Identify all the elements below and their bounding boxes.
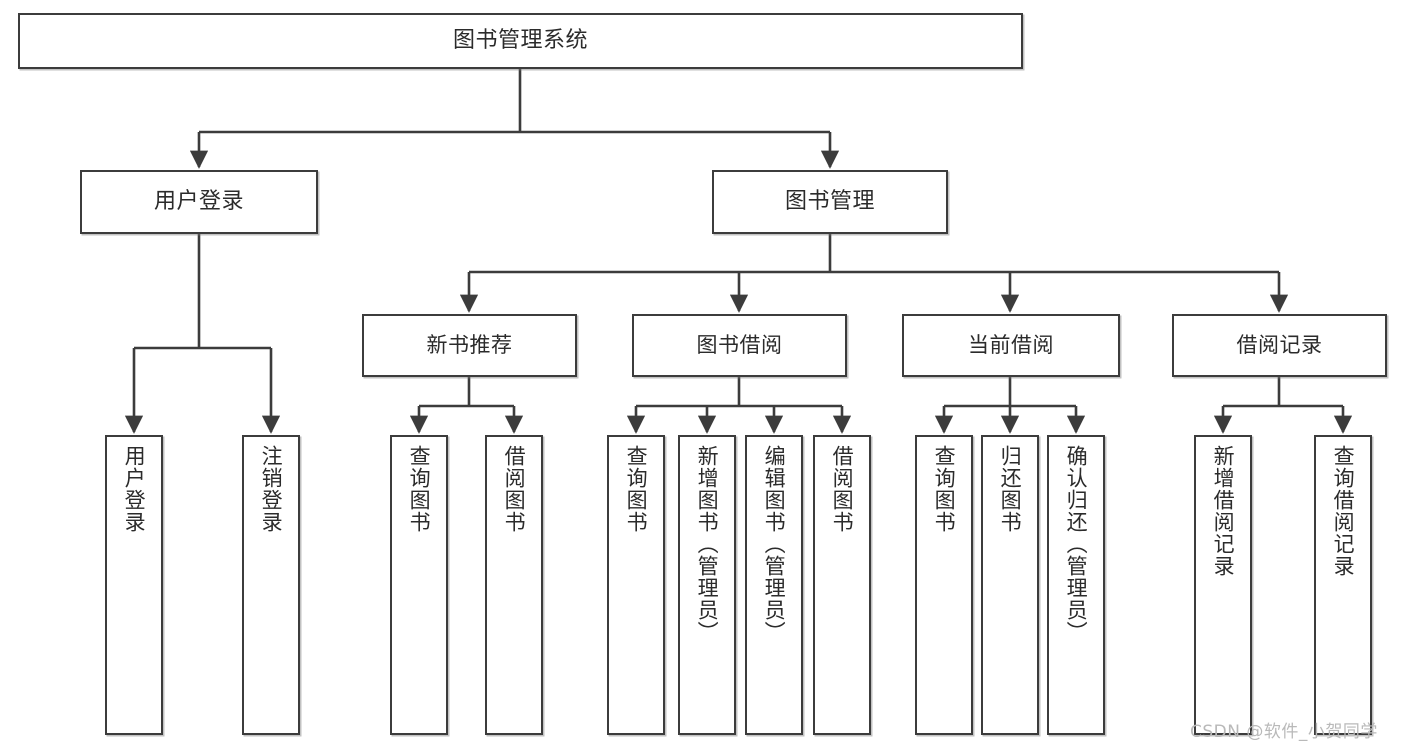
node-leaf-borrow-book-1-label: 借阅图书 — [502, 445, 527, 533]
node-new-book-recommend-label: 新书推荐 — [426, 332, 513, 357]
node-current-borrow[interactable]: 当前借阅 — [902, 314, 1120, 377]
node-leaf-query-book-2-label: 查询图书 — [624, 445, 649, 533]
node-book-borrow-label: 图书借阅 — [696, 332, 783, 357]
node-book-borrow[interactable]: 图书借阅 — [632, 314, 847, 377]
node-leaf-add-record[interactable]: 新增借阅记录 — [1194, 435, 1252, 735]
node-leaf-return-book[interactable]: 归还图书 — [981, 435, 1039, 735]
node-current-borrow-label: 当前借阅 — [968, 332, 1054, 357]
node-leaf-borrow-book-1[interactable]: 借阅图书 — [485, 435, 543, 735]
node-leaf-query-book-2[interactable]: 查询图书 — [607, 435, 665, 735]
node-leaf-add-record-label: 新增借阅记录 — [1211, 445, 1236, 577]
node-leaf-user-login[interactable]: 用户登录 — [105, 435, 163, 735]
node-new-book-recommend[interactable]: 新书推荐 — [362, 314, 577, 377]
csdn-watermark: CSDN @软件_小贺同学 — [1190, 722, 1378, 742]
node-leaf-query-record[interactable]: 查询借阅记录 — [1314, 435, 1372, 735]
node-leaf-return-book-label: 归还图书 — [998, 445, 1023, 533]
node-leaf-user-login-label: 用户登录 — [122, 445, 147, 533]
node-leaf-confirm-return[interactable]: 确认归还（管理员） — [1047, 435, 1105, 735]
node-user-login[interactable]: 用户登录 — [80, 170, 318, 234]
node-leaf-add-book-label: 新增图书（管理员） — [695, 445, 720, 643]
node-root[interactable]: 图书管理系统 — [18, 13, 1023, 69]
node-leaf-query-book-3-label: 查询图书 — [932, 445, 957, 533]
node-leaf-edit-book-label: 编辑图书（管理员） — [762, 445, 787, 643]
node-leaf-query-book-3[interactable]: 查询图书 — [915, 435, 973, 735]
node-leaf-logout-login[interactable]: 注销登录 — [242, 435, 300, 735]
node-leaf-confirm-return-label: 确认归还（管理员） — [1064, 445, 1089, 643]
node-leaf-borrow-book-2[interactable]: 借阅图书 — [813, 435, 871, 735]
node-leaf-query-book-1-label: 查询图书 — [407, 445, 432, 533]
node-leaf-add-book[interactable]: 新增图书（管理员） — [678, 435, 736, 735]
node-book-manage[interactable]: 图书管理 — [712, 170, 948, 234]
node-leaf-query-book-1[interactable]: 查询图书 — [390, 435, 448, 735]
node-user-login-label: 用户登录 — [153, 188, 244, 214]
node-borrow-record[interactable]: 借阅记录 — [1172, 314, 1387, 377]
node-root-label: 图书管理系统 — [452, 27, 588, 53]
node-leaf-logout-login-label: 注销登录 — [259, 445, 284, 533]
node-book-manage-label: 图书管理 — [784, 188, 875, 214]
node-leaf-edit-book[interactable]: 编辑图书（管理员） — [745, 435, 803, 735]
node-borrow-record-label: 借阅记录 — [1236, 332, 1323, 357]
node-leaf-borrow-book-2-label: 借阅图书 — [830, 445, 855, 533]
node-leaf-query-record-label: 查询借阅记录 — [1331, 445, 1356, 577]
